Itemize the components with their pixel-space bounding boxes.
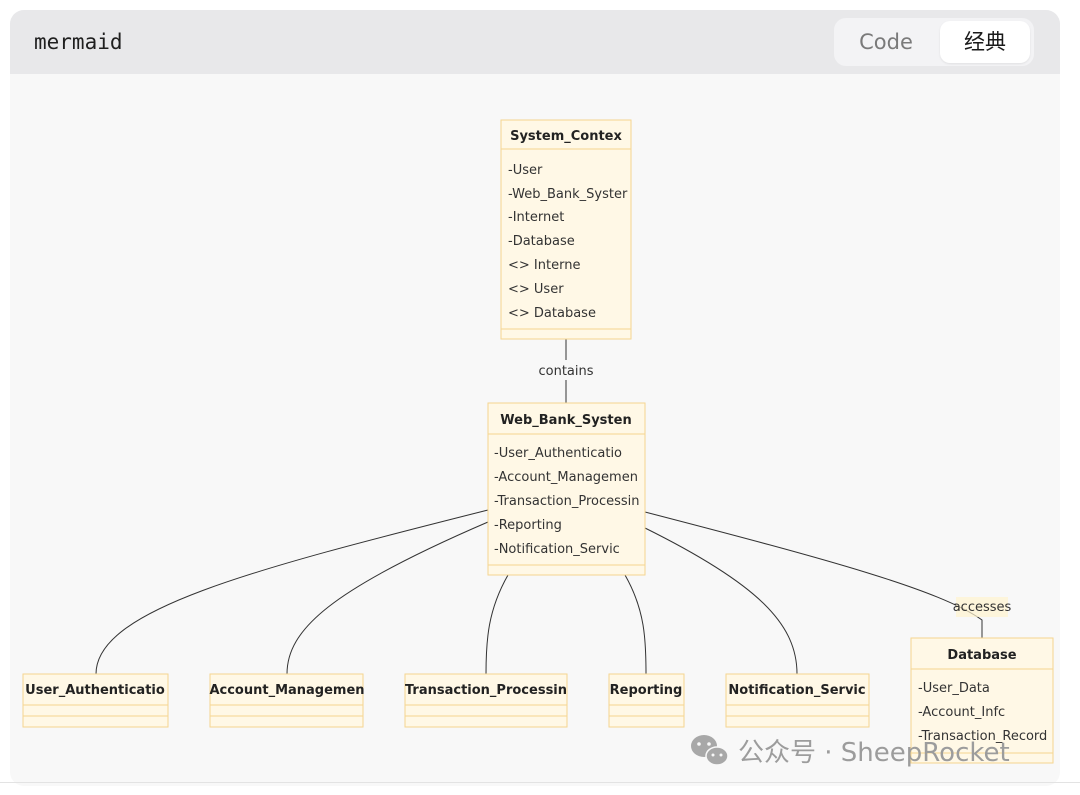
class-attribute: -User_Data — [918, 681, 990, 696]
class-title: Database — [947, 648, 1016, 663]
class-title: System_Contex — [510, 129, 622, 144]
class-box-web-bank-system: Web_Bank_Systen -User_Authenticatio -Acc… — [487, 402, 646, 576]
class-box-transaction-processing: Transaction_Processin — [404, 673, 568, 728]
class-attribute: -User_Authenticatio — [494, 446, 622, 461]
class-attribute: -Internet — [508, 210, 564, 225]
class-attribute: -Transaction_Processin — [494, 494, 640, 509]
divider — [0, 782, 1080, 783]
edge-label-accesses: accesses — [953, 597, 1012, 617]
edge-webbank-to-database — [644, 511, 983, 638]
edge-webbank-to-transaction — [485, 574, 509, 675]
class-box-reporting: Reporting — [608, 673, 685, 728]
class-attribute: -Notification_Servic — [494, 542, 620, 557]
class-title: Transaction_Processin — [405, 683, 567, 698]
edge-webbank-to-account-mgmt — [286, 521, 489, 675]
relation-label: contains — [538, 364, 593, 379]
watermark-text: 公众号 · SheepRocket — [738, 738, 1010, 768]
diagram-edges — [95, 339, 983, 675]
class-attribute: -Account_Infc — [918, 705, 1005, 720]
class-attribute: -Account_Managemen — [494, 470, 638, 485]
class-attribute: -Transaction_Record — [918, 729, 1047, 744]
edge-webbank-to-user-auth — [95, 509, 489, 675]
edge-webbank-to-reporting — [624, 574, 647, 675]
class-box-system-context: System_Contex -User -Web_Bank_Syster -In… — [500, 119, 632, 340]
class-box-account-management: Account_Managemen — [209, 673, 365, 728]
class-attribute: -Web_Bank_Syster — [508, 187, 628, 202]
relation-label: accesses — [953, 600, 1012, 615]
class-attribute: -Database — [508, 234, 575, 249]
tab-code[interactable]: Code — [859, 30, 913, 54]
class-box-user-authentication: User_Authenticatio — [22, 673, 169, 728]
class-title: Notification_Servic — [728, 683, 865, 698]
wechat-icon — [691, 735, 729, 766]
class-title: User_Authenticatio — [25, 683, 165, 698]
class-attribute: <> Database — [508, 306, 596, 321]
class-attribute: <> User — [508, 282, 564, 297]
class-attribute: -Reporting — [494, 518, 562, 533]
edge-label-contains: contains — [538, 360, 594, 380]
class-title: Reporting — [610, 683, 683, 698]
class-title: Web_Bank_Systen — [500, 413, 631, 428]
class-box-database: Database -User_Data -Account_Infc -Trans… — [910, 637, 1054, 764]
tab-classic[interactable]: 经典 — [940, 21, 1030, 63]
panel-title: mermaid — [34, 30, 123, 54]
panel-header: mermaid Code 经典 — [10, 10, 1060, 74]
watermark: 公众号 · SheepRocket — [691, 735, 1010, 768]
view-toggle[interactable]: Code 经典 — [834, 18, 1034, 66]
edge-webbank-to-notification — [644, 527, 798, 675]
class-attribute: <> Interne — [508, 258, 580, 273]
class-attribute: -User — [508, 163, 543, 178]
class-title: Account_Managemen — [209, 683, 364, 698]
class-box-notification-service: Notification_Servic — [725, 673, 870, 728]
